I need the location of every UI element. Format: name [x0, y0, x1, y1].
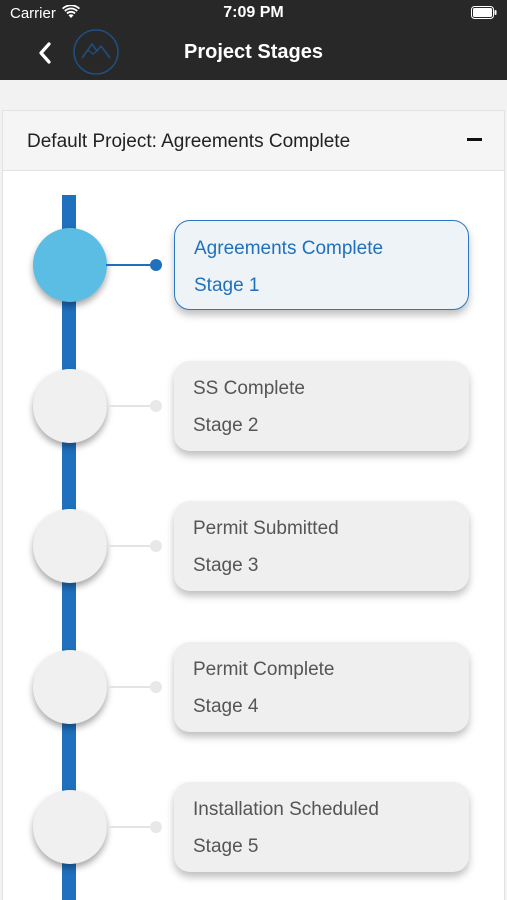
stage-row-2: SS Complete Stage 2 — [0, 361, 507, 453]
minus-icon — [467, 138, 482, 141]
stage-name: Installation Scheduled — [193, 799, 379, 820]
stage-number: Stage 4 — [193, 696, 259, 717]
battery-icon — [471, 6, 497, 19]
stage-circle — [33, 790, 107, 864]
top-bar: Carrier 7:09 PM — [0, 0, 507, 80]
stage-card[interactable]: Permit Complete Stage 4 — [174, 642, 469, 732]
mountain-logo-icon — [73, 29, 119, 75]
stage-card[interactable]: Permit Submitted Stage 3 — [174, 501, 469, 591]
stage-dot — [150, 540, 162, 552]
stage-number: Stage 2 — [193, 415, 259, 436]
stage-name: Agreements Complete — [194, 238, 384, 259]
stage-circle — [33, 228, 107, 302]
stage-number: Stage 5 — [193, 836, 259, 857]
stage-number: Stage 1 — [194, 275, 260, 296]
stage-circle — [33, 509, 107, 583]
stage-card[interactable]: Installation Scheduled Stage 5 — [174, 782, 469, 872]
stage-card[interactable]: Agreements Complete Stage 1 — [174, 220, 469, 310]
stage-name: Permit Submitted — [193, 518, 339, 539]
stage-circle — [33, 369, 107, 443]
stage-name: SS Complete — [193, 378, 305, 399]
stage-name: Permit Complete — [193, 659, 335, 680]
stage-card[interactable]: SS Complete Stage 2 — [174, 361, 469, 451]
page-title: Project Stages — [184, 41, 323, 63]
stage-row-4: Permit Complete Stage 4 — [0, 642, 507, 734]
stage-dot — [150, 681, 162, 693]
stage-connector — [106, 405, 154, 407]
chevron-left-icon — [39, 42, 51, 64]
stage-row-3: Permit Submitted Stage 3 — [0, 501, 507, 593]
status-time: 7:09 PM — [223, 4, 284, 21]
stage-number: Stage 3 — [193, 555, 259, 576]
stage-row-5: Installation Scheduled Stage 5 — [0, 782, 507, 874]
panel-title: Default Project: Agreements Complete — [27, 131, 351, 152]
nav-bar: Project Stages — [0, 28, 507, 80]
back-button[interactable] — [30, 36, 60, 70]
stage-circle — [33, 650, 107, 724]
stage-connector — [106, 264, 154, 266]
panel-header[interactable]: Default Project: Agreements Complete — [3, 111, 504, 171]
stage-dot — [150, 259, 162, 271]
status-bar: Carrier 7:09 PM — [0, 0, 507, 28]
stage-dot — [150, 400, 162, 412]
stage-dot — [150, 821, 162, 833]
collapse-button[interactable] — [461, 125, 491, 155]
stage-connector — [106, 686, 154, 688]
carrier-label: Carrier — [10, 5, 56, 22]
stage-connector — [106, 826, 154, 828]
stage-connector — [106, 545, 154, 547]
wifi-icon — [62, 5, 80, 18]
stage-row-1: Agreements Complete Stage 1 — [0, 220, 507, 312]
